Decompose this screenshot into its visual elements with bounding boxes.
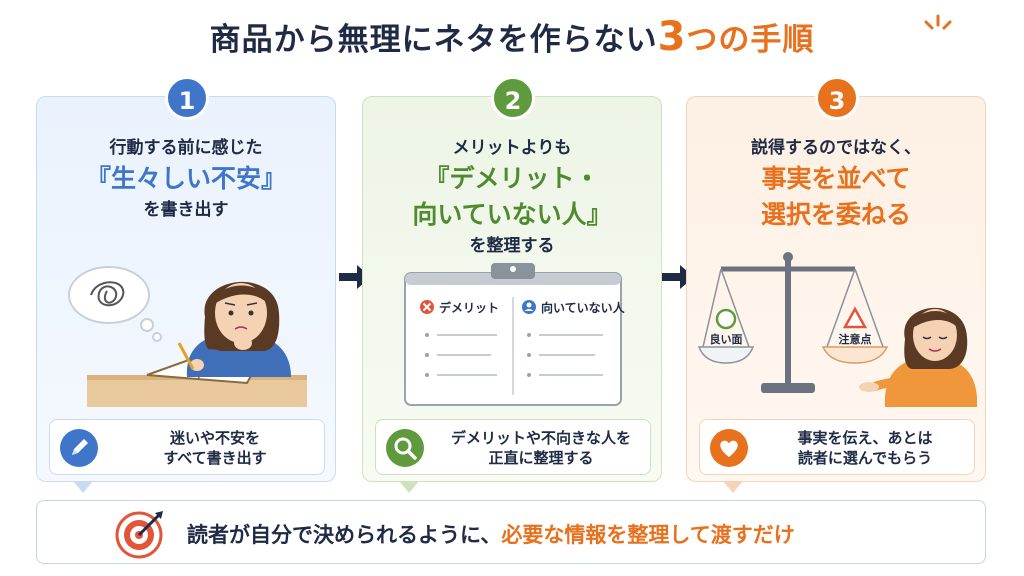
caption-line2: 正直に整理する (488, 449, 594, 467)
step-number-badge: 1 (165, 76, 209, 120)
step-heading: メリットよりも 『デメリット・ 向いていない人』 を整理する (363, 135, 661, 259)
step-caption: デメリットや不向きな人を 正直に整理する (375, 419, 651, 475)
step-3-card: 3 説得するのではなく、 事実を並べて 選択を委ねる 良い面 注意点 (686, 76, 986, 493)
step-heading-line1: メリットよりも (452, 138, 572, 158)
board-not-suited-label: 向いていない人 (541, 300, 626, 315)
scale-left-label: 良い面 (710, 332, 743, 346)
magnifier-icon (386, 429, 424, 467)
step-number-badge: 3 (815, 76, 859, 120)
board-demerit-label: デメリット (439, 300, 499, 315)
title-number: 3 (657, 14, 687, 60)
summary-text: 読者が自分で決められるように、必要な情報を整理して渡すだけ (187, 519, 795, 549)
heart-icon (710, 429, 748, 467)
triangle-icon (842, 306, 868, 329)
caption-line1: 事実を伝え、あとは (797, 429, 933, 447)
title-prefix: 商品から無理にネタを作らない (209, 22, 658, 58)
step-2-card: 2 メリットよりも 『デメリット・ 向いていない人』 を整理する デメリット 向… (362, 76, 662, 493)
scale-right-label: 注意点 (839, 332, 872, 346)
clipboard-illustration: デメリット 向いていない人 (404, 263, 626, 406)
step-heading-line1: 説得するのではなく、 (751, 138, 921, 158)
balance-scale-illustration: 良い面 注意点 (697, 252, 977, 407)
summary-banner: 読者が自分で決められるように、必要な情報を整理して渡すだけ (36, 500, 986, 564)
pencil-icon (60, 429, 98, 467)
caption-line2: 読者に選んでもらう (797, 449, 933, 467)
step-heading-line2: を整理する (469, 236, 555, 256)
step-heading-emphasis-2: 向いていない人』 (412, 200, 612, 229)
step-heading-emphasis-1: 事実を並べて (761, 164, 911, 193)
step-heading-emphasis-2: 選択を委ねる (760, 200, 911, 229)
step-number-badge: 2 (491, 76, 535, 120)
step-heading-line2: を書き出す (143, 200, 229, 220)
target-icon (115, 511, 163, 559)
step-heading: 説得するのではなく、 事実を並べて 選択を委ねる (687, 135, 985, 233)
sparkle-icon (924, 14, 952, 30)
step-caption: 迷いや不安を すべて書き出す (49, 419, 325, 475)
caption-line1: デメリットや不向きな人を (450, 429, 631, 447)
step-heading-emphasis: 『生々しい不安』 (85, 164, 286, 193)
title-suffix: つの手順 (686, 22, 815, 58)
step-1-card: 1 行動する前に感じた 『生々しい不安』 を書き出す (36, 76, 336, 493)
thought-cloud-icon (68, 266, 162, 342)
step-heading-emphasis-1: 『デメリット・ (424, 164, 600, 193)
step-heading: 行動する前に感じた 『生々しい不安』 を書き出す (37, 135, 335, 223)
summary-text-highlight: 必要な情報を整理して渡すだけ (501, 523, 795, 547)
step-heading-line1: 行動する前に感じた (109, 138, 263, 158)
caption-line1: 迷いや不安を (169, 429, 260, 447)
circle-icon (715, 308, 737, 330)
caption-line2: すべて書き出す (163, 449, 267, 467)
summary-text-plain: 読者が自分で決められるように、 (187, 523, 502, 547)
worried-woman-illustration (68, 266, 307, 407)
step-caption: 事実を伝え、あとは 読者に選んでもらう (699, 419, 975, 475)
page-title: 商品から無理にネタを作らない3つの手順 (0, 14, 1024, 60)
